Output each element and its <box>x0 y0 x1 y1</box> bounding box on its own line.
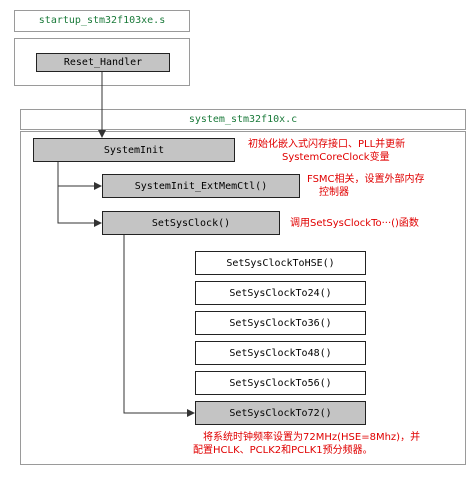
set-sys-clock-note: 调用SetSysClockTo···()函数 <box>290 217 460 230</box>
set-sys-clock-to-36-box: SetSysClockTo36() <box>195 311 366 335</box>
note-line: 控制器 <box>319 187 349 198</box>
systeminit-to-extmem-arrow <box>57 162 102 190</box>
system-init-box: SystemInit <box>33 138 235 162</box>
startup-file-title: startup_stm32f103xe.s <box>14 10 190 32</box>
note-line: SystemCoreClock变量 <box>282 152 390 163</box>
note-line: 将系统时钟频率设置为72MHz(HSE=8Mhz)，并 <box>203 432 421 443</box>
set-sys-clock-to-72-box: SetSysClockTo72() <box>195 401 366 425</box>
set-sys-clock-box: SetSysClock() <box>102 211 280 235</box>
note-line: FSMC相关，设置外部内存 <box>307 174 425 185</box>
note-line: 配置HCLK、PCLK2和PCLK1预分频器。 <box>193 445 373 456</box>
clock-72-note: 将系统时钟频率设置为72MHz(HSE=8Mhz)，并 配置HCLK、PCLK2… <box>193 431 443 457</box>
set-sys-clock-to-24-box: SetSysClockTo24() <box>195 281 366 305</box>
ext-mem-ctl-note: FSMC相关，设置外部内存 控制器 <box>307 173 457 199</box>
system-file-title: system_stm32f10x.c <box>20 109 466 130</box>
reset-handler-box: Reset_Handler <box>36 53 170 72</box>
systeminit-to-setsysclock-arrow <box>57 186 102 227</box>
ext-mem-ctl-box: SystemInit_ExtMemCtl() <box>102 174 300 198</box>
system-init-note: 初始化嵌入式闪存接口、PLL并更新 SystemCoreClock变量 <box>248 138 458 164</box>
note-line: 初始化嵌入式闪存接口、PLL并更新 <box>248 139 406 150</box>
note-line: 调用SetSysClockTo···()函数 <box>290 218 419 229</box>
set-sys-clock-to-56-box: SetSysClockTo56() <box>195 371 366 395</box>
set-sys-clock-to-hse-box: SetSysClockToHSE() <box>195 251 366 275</box>
setsysclock-to-72-arrow <box>123 235 195 417</box>
set-sys-clock-to-48-box: SetSysClockTo48() <box>195 341 366 365</box>
